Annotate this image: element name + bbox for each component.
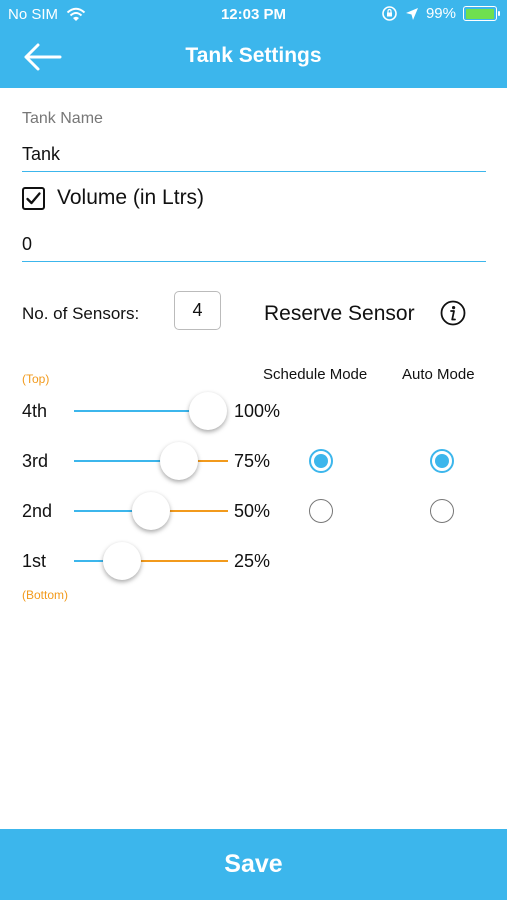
- slider-knob[interactable]: [189, 392, 227, 430]
- carrier-label: No SIM: [8, 6, 59, 23]
- battery-percent: 99%: [425, 5, 456, 22]
- auto-mode-radio[interactable]: [430, 449, 454, 473]
- top-tag: (Top): [22, 372, 50, 386]
- tank-name-input[interactable]: [22, 138, 486, 172]
- slider-knob[interactable]: [103, 542, 141, 580]
- tank-name-label: Tank Name: [22, 110, 103, 127]
- page-title: Tank Settings: [185, 44, 322, 67]
- volume-row[interactable]: Volume (in Ltrs): [22, 186, 204, 210]
- bottom-tag: (Bottom): [22, 588, 69, 602]
- level-slider[interactable]: [74, 541, 228, 581]
- level-label: 4th: [22, 401, 48, 421]
- level-percent: 25%: [234, 551, 271, 571]
- volume-checkbox[interactable]: [22, 186, 45, 210]
- level-percent: 100%: [234, 401, 281, 421]
- level-percent: 75%: [234, 451, 271, 471]
- info-icon[interactable]: [440, 300, 466, 326]
- schedule-mode-header: Schedule Mode: [263, 366, 368, 383]
- checkmark-icon: [26, 191, 41, 204]
- level-slider[interactable]: [74, 491, 228, 531]
- level-label: 3rd: [22, 451, 49, 471]
- level-percent: 50%: [234, 501, 271, 521]
- sensors-label: No. of Sensors:: [22, 304, 140, 323]
- auto-mode-radio[interactable]: [430, 499, 454, 523]
- schedule-mode-radio[interactable]: [309, 499, 333, 523]
- reserve-sensor-label: Reserve Sensor: [264, 302, 415, 325]
- save-button[interactable]: Save: [0, 829, 507, 900]
- top-bar: No SIM 12:03 PM 99% Tank Setti: [0, 0, 507, 88]
- auto-mode-header: Auto Mode: [402, 366, 475, 383]
- wifi-icon: [66, 7, 86, 21]
- status-bar: No SIM 12:03 PM 99%: [0, 0, 507, 30]
- volume-label: Volume (in Ltrs): [57, 186, 205, 209]
- level-label: 2nd: [22, 501, 53, 521]
- volume-input[interactable]: [22, 228, 486, 262]
- status-time: 12:03 PM: [220, 6, 287, 23]
- level-slider[interactable]: [74, 391, 228, 431]
- battery-icon: [463, 6, 500, 21]
- slider-knob[interactable]: [131, 492, 170, 530]
- level-label: 1st: [22, 551, 47, 571]
- slider-knob[interactable]: [160, 442, 199, 480]
- back-arrow-icon[interactable]: [20, 40, 64, 74]
- location-arrow-icon: [405, 7, 418, 20]
- level-slider[interactable]: [74, 441, 228, 481]
- schedule-mode-radio[interactable]: [309, 449, 333, 473]
- orientation-lock-icon: [382, 6, 397, 21]
- sensors-count-input[interactable]: [174, 291, 221, 330]
